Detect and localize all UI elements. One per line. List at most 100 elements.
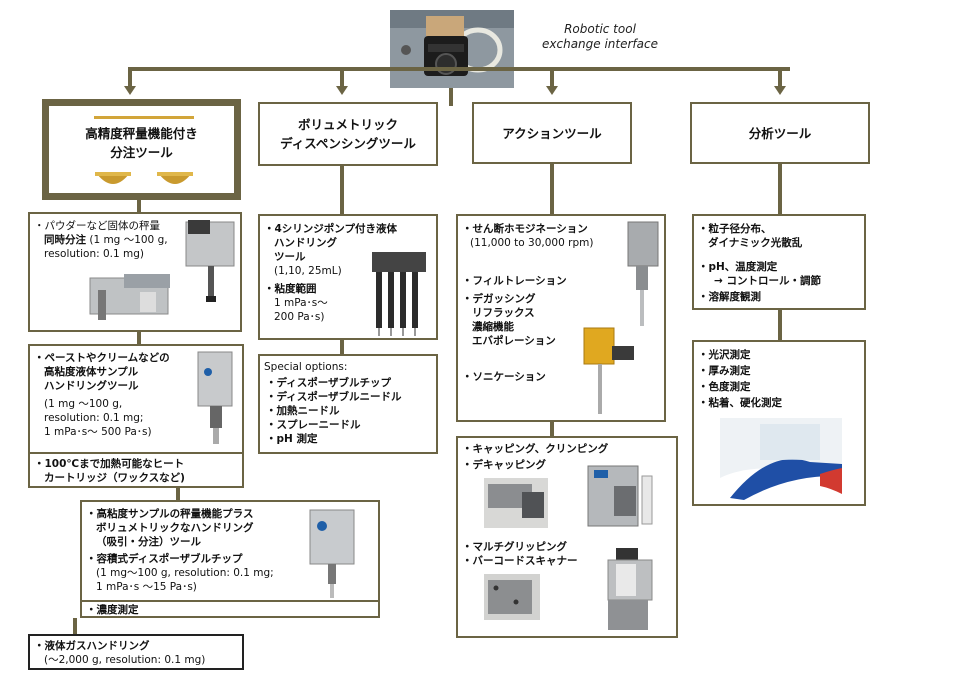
syringe-line5: ・粘度範囲 (264, 283, 317, 295)
connector-drop-3 (550, 67, 554, 87)
action-box-capping: ・キャッピング、クリンピング ・デキャッピング ・マルチグリッピング ・バーコー… (456, 436, 678, 638)
surface-line3: ・色度測定 (698, 381, 751, 393)
options-line4: ・スプレーニードル (266, 419, 361, 431)
volumetric-plus-image (309, 509, 355, 598)
connector-drop-2 (340, 67, 344, 87)
action-line7: エバポレーション (472, 335, 556, 347)
powder-line2: 同時分注 (1 mg ～100 g, (44, 233, 168, 247)
vplus-line1: ・高粘度サンプルの秤量機能プラス (86, 508, 254, 520)
connector-col3-a (550, 164, 554, 214)
particle-line5: ・溶解度観測 (698, 291, 761, 303)
category-action-line1: アクションツール (502, 125, 602, 141)
weighing-box-liquid-gas: ・液体ガスハンドリング (～2,000 g, resolution: 0.1 m… (28, 634, 244, 670)
action-line2: (11,000 to 30,000 rpm) (470, 237, 594, 249)
connector-drop-1 (128, 67, 132, 87)
powder-line1: ・パウダーなど固体の秤量 (34, 220, 160, 232)
options-line1: ・ディスポーザブルチップ (266, 377, 392, 389)
paste-line5: resolution: 0.1 mg; (44, 412, 144, 424)
vplus-line5: (1 mg～100 g, resolution: 0.1 mg; (96, 567, 274, 579)
action-box-homogenization: ・せん断ホモジネーション (11,000 to 30,000 rpm) ・フィル… (456, 214, 666, 422)
syringe-pump-image (372, 252, 426, 336)
volumetric-box-syringe: ・4シリンジポンプ付き液体 ハンドリング ツール (1,10, 25mL) ・粘… (258, 214, 438, 340)
action-line6: 濃縮機能 (472, 321, 514, 333)
volumetric-box-options: Special options: ・ディスポーザブルチップ ・ディスポーザブルニ… (258, 354, 438, 454)
paste-line6: 1 mPa･s～ 500 Pa･s) (44, 426, 152, 438)
category-analysis-line1: 分析ツール (748, 125, 812, 141)
particle-line4: → コントロール・調節 (714, 275, 821, 287)
surface-line1: ・光沢測定 (698, 349, 751, 361)
action-line8: ・ソニケーション (462, 371, 546, 383)
syringe-line6: 1 mPa･s～ (274, 297, 328, 309)
action-line5: リフラックス (472, 307, 535, 319)
weighing-box-concentration: ・濃度測定 (80, 600, 380, 618)
connector-col1-c (176, 488, 180, 500)
robotic-interface-caption: Robotic tool exchange interface (525, 22, 675, 52)
liquid-gas-line2: (～2,000 g, resolution: 0.1 mg) (44, 654, 206, 666)
syringe-line2: ハンドリング (274, 237, 337, 249)
options-line5: ・pH 測定 (266, 433, 318, 445)
weighing-box-heat-cartridge: ・100℃まで加熱可能なヒート カートリッジ（ワックスなど) (28, 452, 244, 488)
heat-line1: ・100℃まで加熱可能なヒート (34, 458, 185, 470)
paste-line2: 高粘度液体サンプル (44, 366, 139, 378)
powder-dispenser-image (185, 220, 235, 302)
connector-col2-b (340, 340, 344, 354)
particle-line2: ダイナミック光散乱 (708, 237, 803, 249)
homogenizer-image (627, 221, 659, 326)
category-analysis-tool: 分析ツール (690, 102, 870, 164)
category-weighing-line1: 高精度秤量機能付き (85, 126, 198, 141)
surface-line2: ・厚み測定 (698, 365, 751, 377)
liquid-gas-line1: ・液体ガスハンドリング (34, 640, 150, 652)
connector-top-horizontal (128, 67, 790, 71)
analysis-box-surface: ・光沢測定 ・厚み測定 ・色度測定 ・粘着、硬化測定 (692, 340, 866, 506)
options-line3: ・加熱ニードル (266, 405, 340, 417)
category-weighing-tool: 高精度秤量機能付き 分注ツール (42, 99, 241, 200)
paste-dispenser-image (197, 351, 233, 444)
capping-line1: ・キャッピング、クリンピング (462, 443, 609, 455)
syringe-line7: 200 Pa･s) (274, 311, 325, 323)
barcode-scanner-image (607, 548, 653, 630)
decapper-image (587, 465, 653, 527)
category-volumetric-tool: ボリュメトリック ディスペンシングツール (258, 102, 438, 166)
action-line1: ・せん断ホモジネーション (462, 223, 588, 235)
options-title: Special options: (264, 361, 348, 373)
category-volumetric-line2: ディスペンシングツール (280, 136, 416, 151)
connector-col4-b (778, 310, 782, 340)
vplus-line3: （吸引・分注）ツール (96, 536, 201, 548)
paste-line3: ハンドリングツール (44, 380, 139, 392)
vplus-line6: 1 mPa･s ～15 Pa･s) (96, 581, 197, 593)
vplus-line2: ボリュメトリックなハンドリング (96, 522, 254, 534)
arrow-3 (546, 86, 558, 95)
connector-col1-d (73, 618, 77, 634)
capping-line4: ・バーコードスキャナー (462, 555, 578, 567)
powder-line2-range: (1 mg ～100 g, (89, 234, 168, 246)
vplus-line4: ・容積式ディスポーザブルチップ (86, 553, 243, 565)
syringe-line3: ツール (274, 251, 306, 263)
capping-line2: ・デキャッピング (462, 459, 546, 471)
syringe-line4: (1,10, 25mL) (274, 265, 342, 277)
caption-line2: exchange interface (542, 37, 658, 51)
concentration-line1: ・濃度測定 (86, 604, 139, 616)
action-line4: ・デガッシング (462, 293, 536, 305)
multi-gripper-image (484, 574, 540, 620)
connector-top-vertical (449, 88, 453, 106)
powder-line3: resolution: 0.1 mg) (44, 248, 145, 260)
connector-col1-b (137, 332, 141, 344)
sonicator-image (583, 327, 634, 414)
weighing-box-paste: ・ペーストやクリームなどの 高粘度液体サンプル ハンドリングツール (1 mg … (28, 344, 244, 454)
balance-scale-icon (94, 116, 194, 184)
connector-col1-a (137, 200, 141, 212)
caption-line1: Robotic tool (564, 22, 636, 36)
action-line3: ・フィルトレーション (462, 275, 567, 287)
capping-line3: ・マルチグリッピング (462, 541, 567, 553)
connector-drop-4 (778, 67, 782, 87)
weighing-box-volumetric-plus: ・高粘度サンプルの秤量機能プラス ボリュメトリックなハンドリング （吸引・分注）… (80, 500, 380, 602)
weighing-box-powder: ・パウダーなど固体の秤量 同時分注 (1 mg ～100 g, resoluti… (28, 212, 242, 332)
capper-image (484, 478, 548, 528)
connector-col2-a (340, 166, 344, 214)
connector-col4-a (778, 164, 782, 214)
powder-station-image (89, 274, 170, 320)
robotic-tool-interface-image (390, 10, 514, 88)
paste-line4: (1 mg ～100 g, (44, 398, 123, 410)
category-volumetric-line1: ボリュメトリック (297, 117, 398, 132)
particle-line3: ・pH、温度測定 (698, 261, 778, 273)
